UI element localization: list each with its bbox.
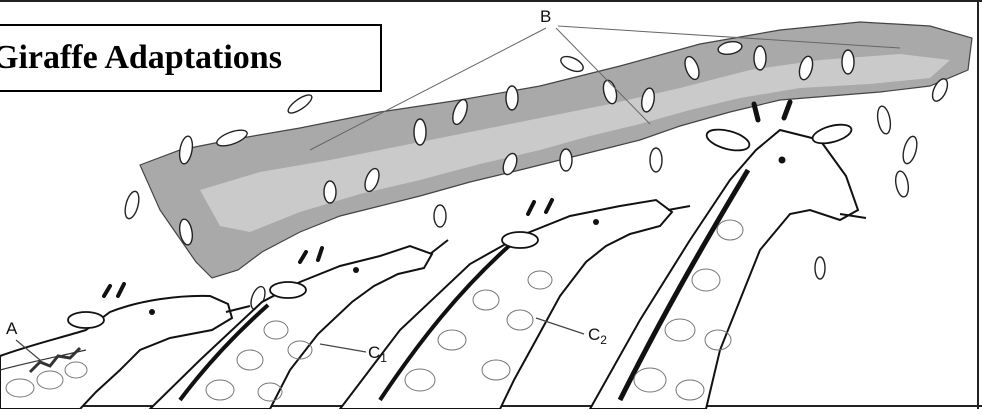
label-c2: C2 — [588, 325, 607, 347]
title-box: Giraffe Adaptations — [0, 24, 382, 92]
leaf — [286, 92, 315, 116]
giraffe-tallest — [590, 102, 866, 409]
page-title: Giraffe Adaptations — [0, 39, 282, 77]
leaf — [414, 119, 426, 145]
leaf — [901, 135, 920, 165]
leaf — [123, 190, 142, 220]
leaf — [560, 149, 572, 171]
leaf — [650, 148, 662, 172]
c1-pointer-line — [320, 344, 366, 352]
label-a: A — [6, 319, 18, 338]
leaf — [876, 105, 893, 135]
label-b: B — [540, 7, 551, 26]
leaf — [434, 205, 446, 227]
leaf — [324, 181, 336, 203]
leaf — [559, 53, 586, 74]
leaf — [506, 86, 518, 110]
leaf — [754, 46, 766, 70]
leaf — [815, 257, 825, 279]
label-c1: C1 — [368, 343, 387, 365]
leaf — [842, 50, 854, 74]
leaf — [894, 170, 910, 198]
